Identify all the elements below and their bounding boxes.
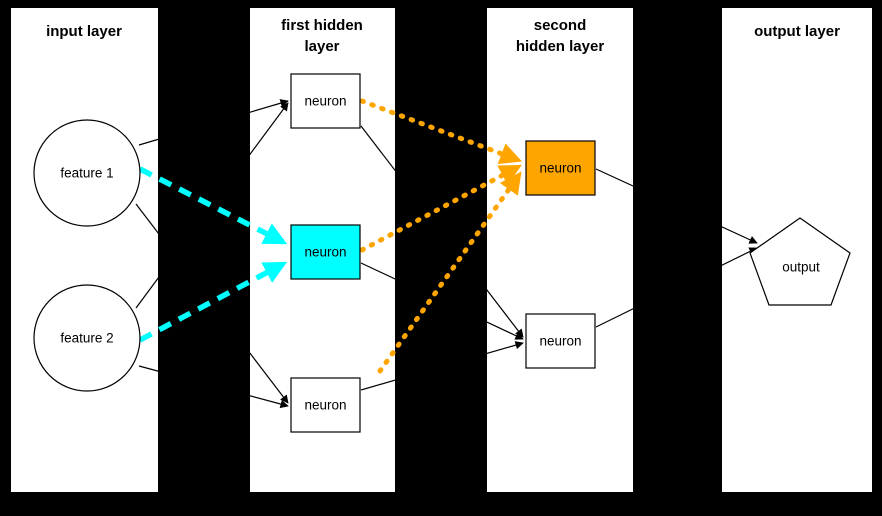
title-input-layer: input layer xyxy=(46,23,122,40)
plain-connections xyxy=(135,99,758,409)
input-layer-nodes: feature 1 feature 2 xyxy=(33,119,141,392)
panel-second-hidden-layer xyxy=(487,8,633,492)
first-hidden-layer-nodes: neuron neuron neuron xyxy=(290,73,361,433)
title-output-layer: output layer xyxy=(754,23,840,40)
hidden1-neuron-top-box[interactable] xyxy=(290,73,361,129)
hidden2-neuron-top-box[interactable] xyxy=(525,140,596,196)
node-hidden1-neuron-middle[interactable]: neuron xyxy=(290,224,361,280)
edge-feature2-to-hidden1-top xyxy=(135,102,289,309)
edge-highlight-feature1-to-hidden1-middle xyxy=(138,166,288,245)
node-hidden1-neuron-top[interactable]: neuron xyxy=(290,73,361,129)
second-hidden-layer-nodes: neuron neuron xyxy=(525,140,596,369)
panel-input-layer xyxy=(11,8,158,492)
hidden2-neuron-top-label: neuron xyxy=(539,161,581,176)
output-pentagon[interactable] xyxy=(749,217,851,306)
node-feature-2[interactable]: feature 2 xyxy=(33,284,141,392)
feature-1-label: feature 1 xyxy=(60,166,113,181)
node-feature-1[interactable]: feature 1 xyxy=(33,119,141,227)
edge-hidden1-middle-to-hidden2-bottom xyxy=(360,262,524,340)
hidden1-neuron-top-label: neuron xyxy=(304,94,346,109)
edge-hidden2-bottom-to-output xyxy=(595,247,758,328)
hidden1-neuron-bottom-box[interactable] xyxy=(290,377,361,433)
feature-2-label: feature 2 xyxy=(60,331,113,346)
output-label: output xyxy=(782,260,820,275)
title-first-hidden-layer-line1: first hidden xyxy=(281,17,363,34)
edge-feature2-to-hidden1-bottom xyxy=(138,365,289,409)
edge-highlight-feature2-to-hidden1-middle xyxy=(138,261,288,343)
feature-2-circle[interactable] xyxy=(33,284,141,392)
title-second-hidden-layer-line1: second xyxy=(534,17,587,34)
edge-feature1-to-hidden1-bottom xyxy=(135,203,289,404)
highlighted-orange-connections xyxy=(359,98,523,374)
feature-1-circle[interactable] xyxy=(33,119,141,227)
hidden1-neuron-bottom-label: neuron xyxy=(304,398,346,413)
edge-feature1-to-hidden1-top xyxy=(138,99,289,146)
hidden2-neuron-bottom-label: neuron xyxy=(539,334,581,349)
output-layer-nodes: output xyxy=(749,217,851,306)
hidden1-neuron-middle-label: neuron xyxy=(304,245,346,260)
title-first-hidden-layer-line2: layer xyxy=(304,38,339,55)
edge-hidden1-bottom-to-hidden2-bottom xyxy=(360,341,524,391)
edge-hidden1-top-to-hidden2-bottom xyxy=(360,125,524,338)
highlighted-cyan-connections xyxy=(138,166,288,343)
edge-highlight-hidden1-top-to-hidden2-top xyxy=(359,98,523,165)
hidden1-neuron-middle-box[interactable] xyxy=(290,224,361,280)
node-output[interactable]: output xyxy=(749,217,851,306)
layer-panels xyxy=(11,8,872,492)
edge-hidden2-top-to-output xyxy=(595,168,758,244)
layer-titles: input layer first hidden layer second hi… xyxy=(46,17,840,55)
edge-highlight-hidden1-middle-to-hidden2-top xyxy=(359,164,522,253)
node-hidden1-neuron-bottom[interactable]: neuron xyxy=(290,377,361,433)
node-hidden2-neuron-top[interactable]: neuron xyxy=(525,140,596,196)
title-second-hidden-layer-line2: hidden layer xyxy=(516,38,605,55)
hidden2-neuron-bottom-box[interactable] xyxy=(525,313,596,369)
node-hidden2-neuron-bottom[interactable]: neuron xyxy=(525,313,596,369)
edge-highlight-hidden1-bottom-to-hidden2-top xyxy=(377,171,522,374)
